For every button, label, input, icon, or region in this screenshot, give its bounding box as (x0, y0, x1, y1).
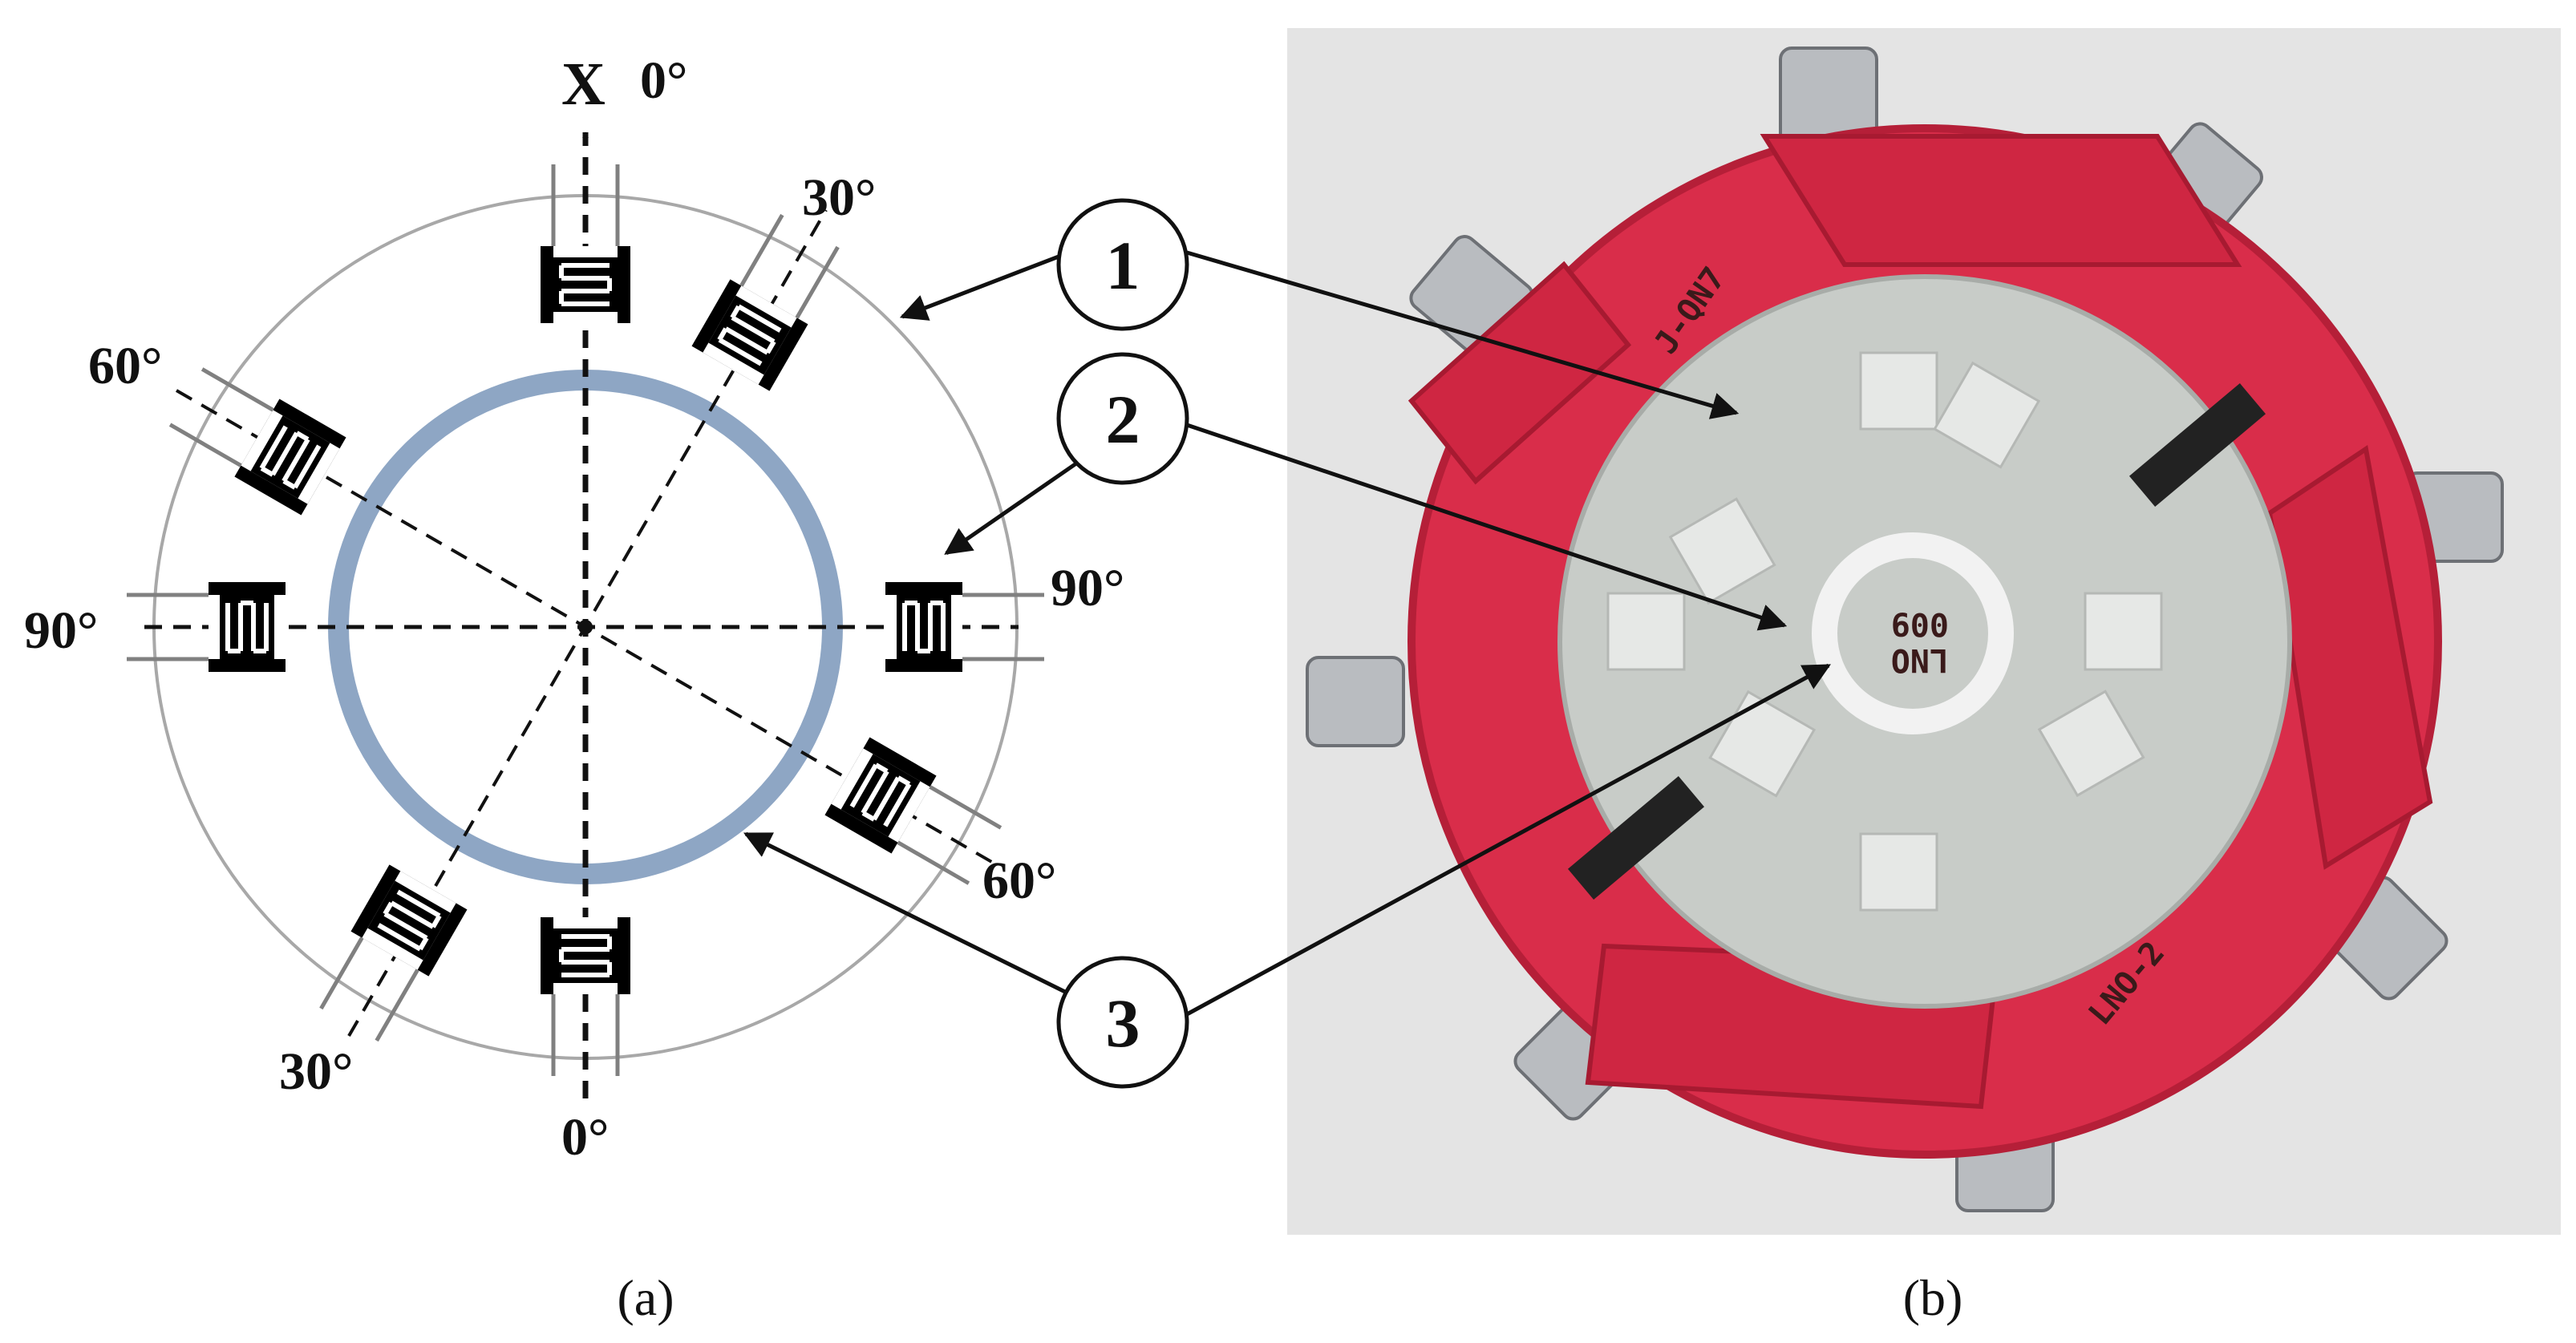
center-text-2: LNO (1891, 641, 1949, 678)
angle-label-left-90: 90° (24, 601, 98, 660)
gauge-right-60 (824, 738, 1007, 895)
angle-label-bottom-30: 30° (279, 1042, 353, 1101)
caption-b: (b) (1903, 1269, 1963, 1326)
callout-1: 1 (899, 198, 1740, 419)
callouts: 1 2 3 (743, 198, 1831, 1089)
angle-label-top-30: 30° (802, 168, 876, 227)
svg-text:1: 1 (1106, 227, 1140, 304)
specimen-disc (1557, 274, 2292, 1009)
angle-label-top-0: 0° (640, 51, 687, 110)
caption-a: (a) (617, 1269, 674, 1326)
angle-label-left-60: 60° (88, 337, 162, 395)
center-text-1: 009 (1891, 605, 1949, 642)
angle-label-right-90: 90° (1051, 559, 1124, 617)
panel-b-photo: 009 LNO J-QN7 LNO-2 (1287, 28, 2561, 1235)
svg-text:3: 3 (1106, 985, 1140, 1062)
specimen-ring (328, 370, 843, 884)
svg-text:2: 2 (1106, 381, 1140, 458)
angle-label-bottom-0: 0° (561, 1108, 609, 1167)
axis-x-label: X (561, 51, 606, 118)
callout-2: 2 (944, 352, 1788, 631)
mounted-gauges (1606, 351, 2163, 912)
gauge-bottom-30 (310, 864, 468, 1046)
callout-3: 3 (743, 663, 1831, 1089)
panel-a-diagram: X 0° 30° 60° 90° 90° 60° 30° 0° (24, 51, 1124, 1167)
angle-label-right-60: 60° (982, 852, 1056, 910)
center-ring (1812, 532, 2014, 734)
gauge-top-30 (692, 208, 849, 390)
